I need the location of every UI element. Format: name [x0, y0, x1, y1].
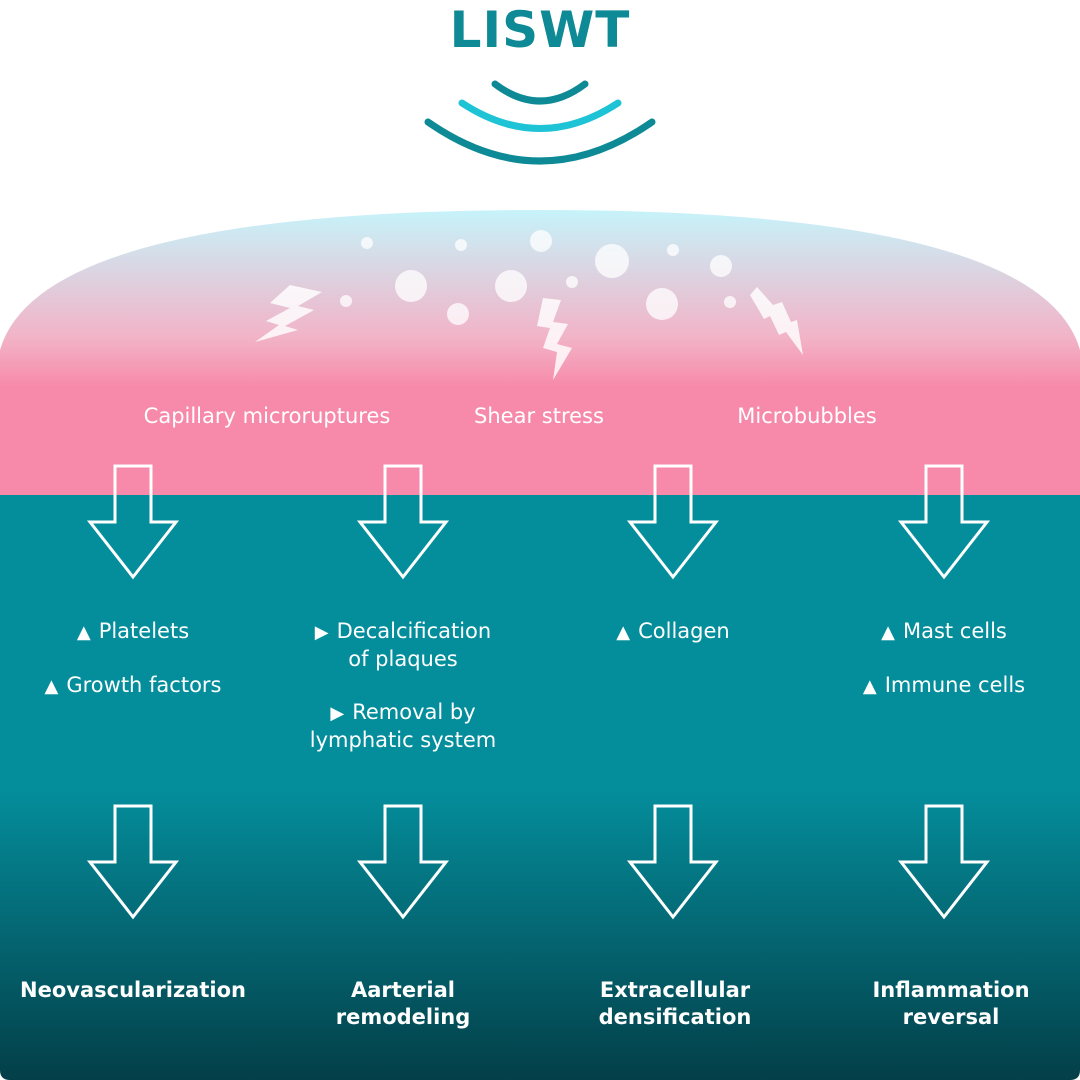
- outcome-neovascularization: Neovascularization: [20, 978, 246, 1002]
- sound-wave-icon: [424, 80, 656, 165]
- stimulus-microbubbles: Microbubbles: [737, 404, 877, 428]
- effect-collagen: ▲ Collagen: [543, 618, 803, 646]
- effect-label-line1: Removal by: [352, 700, 476, 724]
- effect-label: Mast cells: [902, 619, 1007, 643]
- effect-label: Collagen: [638, 619, 730, 643]
- stimulus-shear-stress: Shear stress: [474, 404, 604, 428]
- effect-label-line2: lymphatic system: [309, 728, 497, 752]
- microbubble-group: [340, 230, 736, 325]
- effect-label: Platelets: [98, 619, 190, 643]
- play-triangle-icon: ▶: [330, 703, 345, 724]
- outcome-inflammation-reversal: Inflammation reversal: [872, 978, 1030, 1029]
- down-arrow-icon: [356, 464, 450, 580]
- effect-growth-factors: ▲ Growth factors: [3, 672, 263, 700]
- lightning-bolt-icon: [255, 285, 322, 342]
- effect-immune-cells: ▲ Immune cells: [814, 672, 1074, 700]
- effect-mast-cells: ▲ Mast cells: [814, 618, 1074, 646]
- down-arrow-icon: [356, 804, 450, 920]
- lightning-bolt-icon: [750, 287, 803, 355]
- lightning-bolt-icon: [537, 298, 572, 380]
- increase-triangle-icon: ▲: [881, 622, 895, 643]
- effect-platelets: ▲ Platelets: [3, 618, 263, 646]
- down-arrow-icon: [626, 804, 720, 920]
- increase-triangle-icon: ▲: [616, 622, 631, 643]
- effect-lymphatic-removal: ▶ Removal by lymphatic system: [273, 699, 533, 754]
- down-arrow-icon: [86, 464, 180, 580]
- outcome-arterial-remodeling: Aarterial remodeling: [335, 978, 471, 1029]
- effect-label: Growth factors: [66, 673, 222, 697]
- down-arrow-icon: [897, 464, 991, 580]
- tissue-dome: [0, 210, 1080, 496]
- tissue-body: [0, 495, 1080, 1080]
- effect-label: Immune cells: [884, 673, 1026, 697]
- down-arrow-icon: [897, 804, 991, 920]
- down-arrow-icon: [86, 804, 180, 920]
- effect-label-line2: of plaques: [348, 647, 458, 671]
- increase-triangle-icon: ▲: [862, 676, 877, 697]
- effect-decalcification: ▶ Decalcification of plaques: [273, 618, 533, 673]
- outcome-extracellular-densification: Extracellular densification: [598, 978, 752, 1029]
- play-triangle-icon: ▶: [314, 622, 329, 643]
- down-arrow-icon: [626, 464, 720, 580]
- increase-triangle-icon: ▲: [44, 676, 59, 697]
- diagram-title: LISWT: [449, 1, 631, 59]
- increase-triangle-icon: ▲: [76, 622, 91, 643]
- effect-label-line1: Decalcification: [336, 619, 492, 643]
- stimulus-capillary-microruptures: Capillary microruptures: [143, 404, 391, 428]
